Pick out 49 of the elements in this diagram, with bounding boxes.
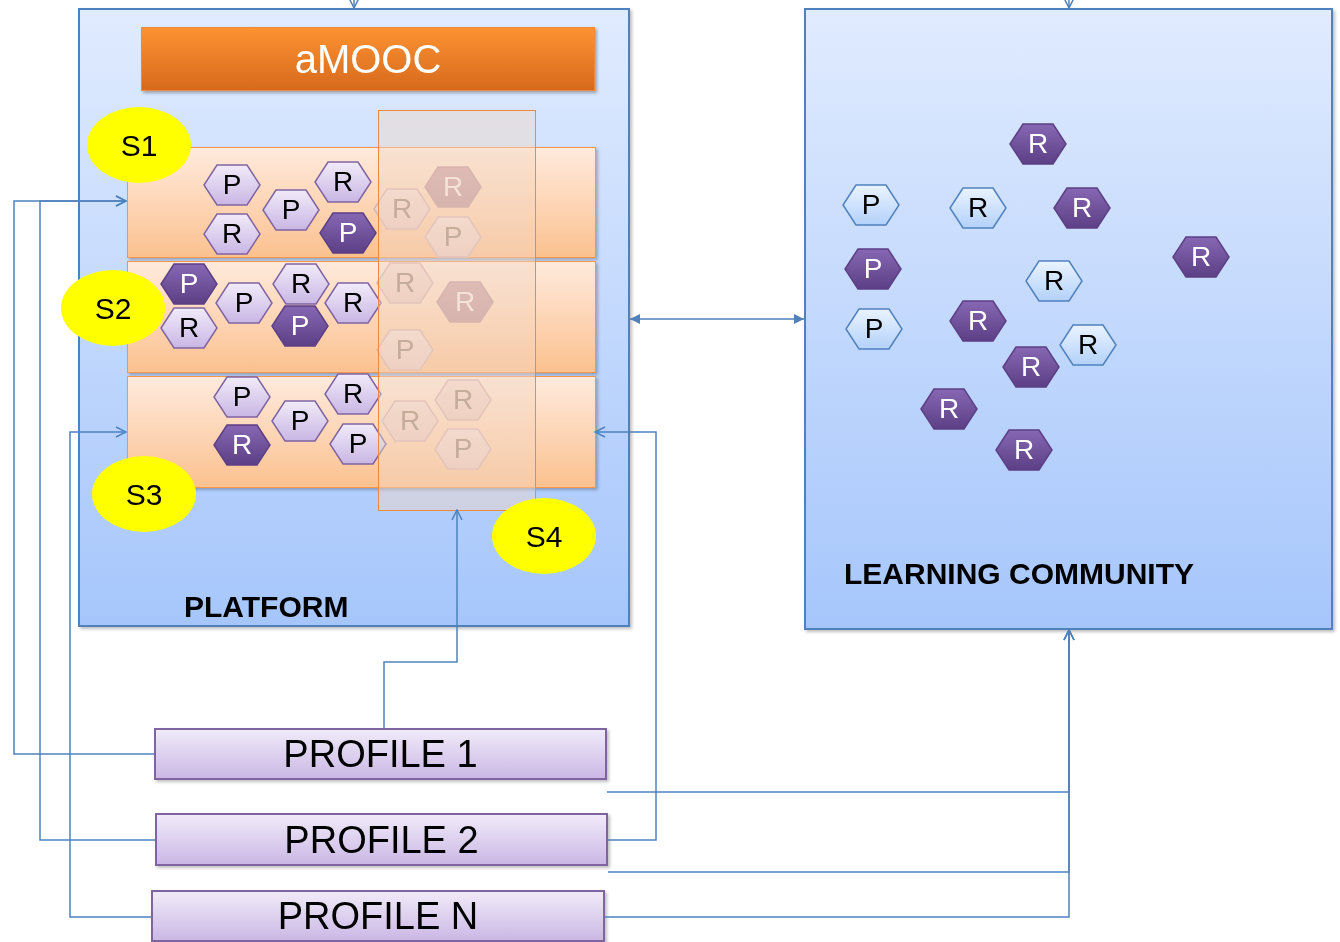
stage-ellipse: S2 <box>61 270 165 346</box>
hexagon-tile: R <box>272 263 330 305</box>
connector-arrow <box>594 426 657 841</box>
panel-title: LEARNING COMMUNITY <box>844 556 1194 592</box>
hexagon-tile: R <box>1053 187 1111 229</box>
hexagon-tile: R <box>1002 346 1060 388</box>
stage-ellipse: S4 <box>492 498 596 574</box>
hexagon-tile: R <box>1025 260 1083 302</box>
hexagon-tile: P <box>271 305 329 347</box>
overlay-column <box>378 110 536 511</box>
hexagon-tile: P <box>842 184 900 226</box>
hexagon-tile: R <box>324 282 382 324</box>
hexagon-tile: P <box>329 423 387 465</box>
panel-title: PLATFORM <box>184 589 349 625</box>
hexagon-tile: P <box>844 248 902 290</box>
hexagon-tile: R <box>160 307 218 349</box>
connector-arrow <box>39 195 156 841</box>
hexagon-tile: R <box>1172 236 1230 278</box>
profile-box: PROFILE 2 <box>155 813 608 866</box>
hexagon-tile: P <box>262 189 320 231</box>
hexagon-tile: P <box>215 282 273 324</box>
connector-arrow <box>604 629 1075 918</box>
hexagon-tile: P <box>160 263 218 305</box>
hexagon-tile: R <box>1009 123 1067 165</box>
connector-arrow <box>1063 0 1075 9</box>
profile-box: PROFILE N <box>151 890 605 942</box>
hexagon-tile: P <box>319 212 377 254</box>
hexagon-tile: P <box>845 308 903 350</box>
hexagon-tile: R <box>314 161 372 203</box>
hexagon-tile: R <box>213 424 271 466</box>
hexagon-tile: R <box>920 388 978 430</box>
connector-arrow <box>383 509 463 729</box>
hexagon-tile: R <box>324 373 382 415</box>
profile-box: PROFILE 1 <box>154 728 607 780</box>
stage-ellipse: S3 <box>92 456 196 532</box>
hexagon-tile: R <box>949 187 1007 229</box>
hexagon-tile: R <box>1059 324 1117 366</box>
connector-arrow <box>348 0 360 9</box>
connector-arrow <box>69 426 152 918</box>
hexagon-tile: P <box>203 164 261 206</box>
hexagon-tile: R <box>203 213 261 255</box>
hexagon-tile: P <box>271 400 329 442</box>
hexagon-tile: R <box>995 429 1053 471</box>
stage-ellipse: S1 <box>87 107 191 183</box>
hexagon-tile: R <box>949 300 1007 342</box>
banner-bar: aMOOC <box>141 27 595 91</box>
connector-arrow <box>629 314 805 324</box>
hexagon-tile: P <box>213 376 271 418</box>
panel-box <box>804 8 1333 630</box>
